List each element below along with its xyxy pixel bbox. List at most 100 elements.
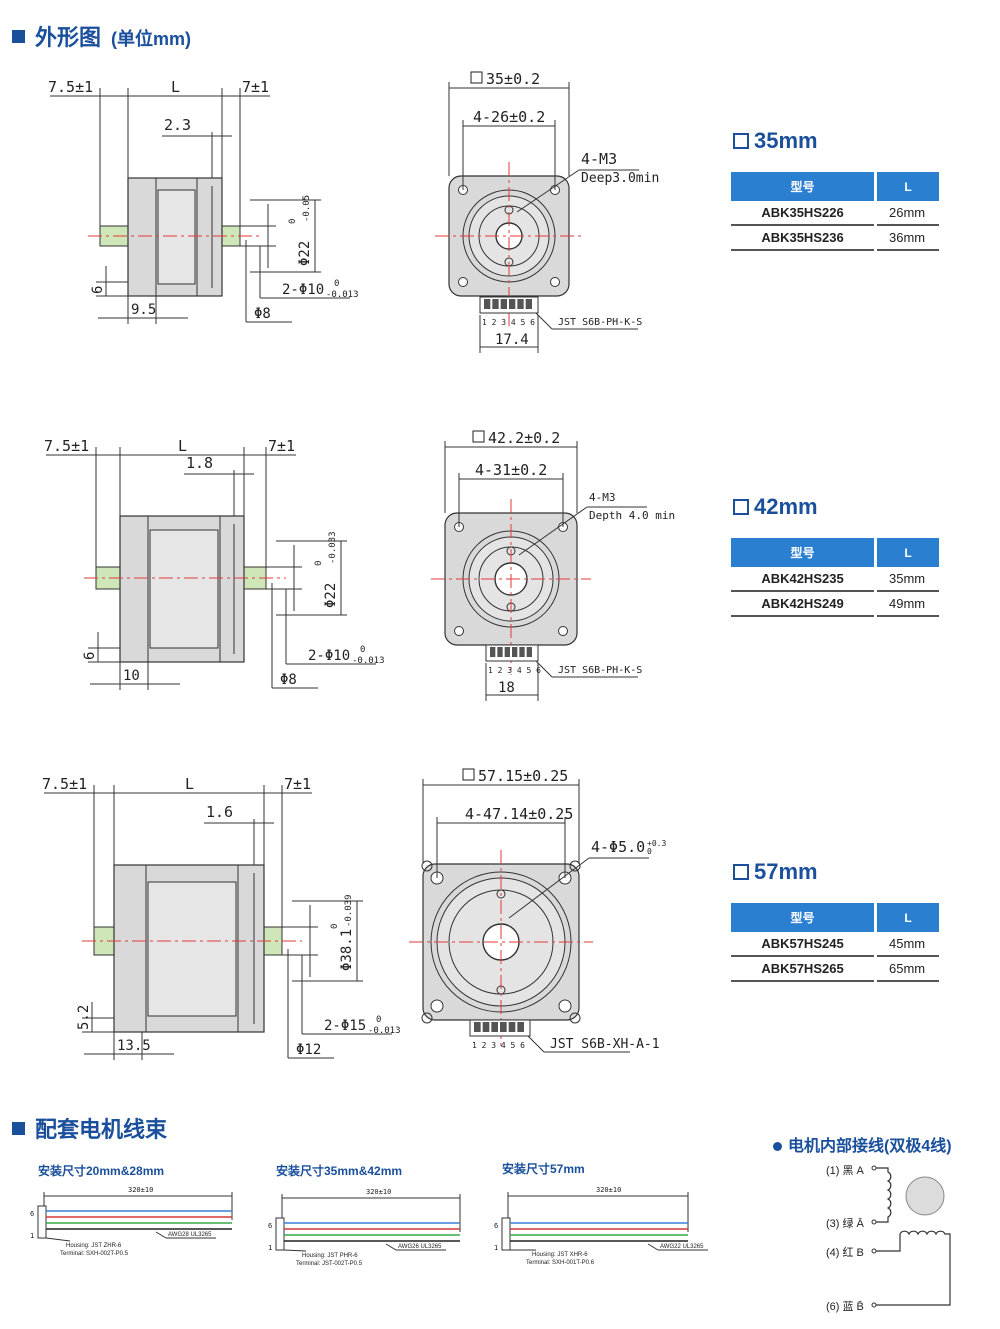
terminal-dot — [871, 1219, 877, 1225]
dot-bullet-icon — [773, 1142, 782, 1151]
connector-pin — [474, 1022, 481, 1032]
motor-size-label: 42mm — [754, 494, 818, 519]
square-symbol-icon — [733, 133, 749, 149]
dim-boss-tol: -0.05 — [302, 195, 312, 222]
dim-shaft-tol: -0.013 — [368, 1026, 401, 1036]
motor-stator-side — [147, 881, 237, 1017]
dim-right-extension: 7±1 — [268, 437, 295, 455]
cable-housing-label: Housing: JST ZHR-6 — [66, 1243, 122, 1249]
square-bullet-icon — [12, 30, 25, 43]
table-header-model: 型号 — [731, 903, 877, 932]
cable-pin-top: 6 — [268, 1222, 272, 1230]
connector-pin — [519, 647, 525, 657]
leader-line — [535, 312, 553, 330]
connector-pin — [517, 1022, 524, 1032]
connector-width: 17.4 — [495, 332, 529, 348]
cable-pin-top: 6 — [30, 1210, 34, 1218]
cable-terminal-label: Terminal: SXH-001T-P0.6 — [526, 1260, 595, 1266]
terminal-dot — [871, 1248, 877, 1254]
motor-size-57: 57mm — [733, 859, 818, 885]
length-cell: 26mm — [875, 201, 939, 226]
motor-stator-side — [157, 189, 196, 285]
dim-flange-square: 35±0.2 — [486, 70, 540, 88]
motor-size-35: 35mm — [733, 128, 818, 154]
dim-shaft-diameter: 2-Φ10 — [308, 648, 350, 664]
connector-pin — [526, 647, 532, 657]
terminal-dot — [871, 1302, 877, 1308]
mounting-hole — [558, 626, 568, 636]
dim-foot-height: 5.2 — [76, 1005, 92, 1030]
wire-label-black-a: (1) 黑 A — [826, 1165, 864, 1177]
leader-line — [508, 857, 590, 919]
square-symbol-icon — [470, 71, 483, 84]
cables-title: 配套电机线束 — [35, 1117, 168, 1142]
section-title-cables: 配套电机线束 — [12, 1112, 167, 1144]
dim-boss-diameter: Φ22 — [297, 241, 313, 266]
wiring-title: 电机内部接线(双极4线) — [773, 1132, 952, 1156]
square-bullet-icon — [12, 1122, 25, 1135]
dim-left-extension: 7.5±1 — [44, 437, 89, 455]
dim-foot-width: 9.5 — [131, 302, 156, 318]
dim-shaft-tol-top: 0 — [334, 279, 339, 289]
length-cell: 35mm — [875, 567, 939, 592]
model-cell: ABK57HS245 — [731, 932, 877, 957]
dim-foot-width: 10 — [123, 668, 140, 684]
connector-pin-numbers: 1 2 3 4 5 6 — [488, 666, 541, 675]
connector-pin — [491, 1022, 498, 1032]
connector-width: 18 — [498, 680, 515, 696]
square-symbol-icon — [462, 768, 475, 781]
table-header-model: 型号 — [731, 172, 877, 201]
cable-terminal-label: Terminal: JST-002T-P0.5 — [296, 1261, 363, 1267]
connector-label: JST S6B-XH-A-1 — [550, 1037, 660, 1052]
dim-foot-height: 6 — [82, 652, 98, 660]
cable-title-57: 安装尺寸57mm — [502, 1162, 585, 1176]
dim-boss-tol-top: 0 — [314, 561, 324, 566]
dim-thread-depth: Deep3.0min — [581, 171, 659, 186]
cable-pin-top: 6 — [494, 1222, 498, 1230]
dim-boss-tol-top: 0 — [288, 219, 298, 224]
length-cell: 36mm — [875, 225, 939, 251]
dim-hole-pitch: 4-26±0.2 — [473, 108, 545, 126]
wiring-title-text: 电机内部接线(双极4线) — [788, 1138, 952, 1155]
coil-a — [874, 1167, 892, 1223]
rotor-circle — [905, 1176, 945, 1216]
cable-connector — [275, 1217, 285, 1251]
connector-pin — [492, 299, 499, 309]
mounting-hole — [550, 277, 560, 287]
motor-size-label: 57mm — [754, 859, 818, 884]
connector-pin — [482, 1022, 490, 1032]
mounting-hole-secondary — [421, 1012, 433, 1024]
connector-pin — [525, 299, 532, 309]
dim-flange-square: 57.15±0.25 — [478, 767, 568, 785]
model-cell: ABK35HS236 — [731, 225, 877, 251]
model-cell: ABK42HS249 — [731, 591, 877, 617]
coil-b — [874, 1230, 951, 1306]
connector-pin — [500, 299, 507, 309]
length-cell: 45mm — [875, 932, 939, 957]
cable-awg-label: AWG22 UL3265 — [660, 1244, 704, 1250]
dim-boss-tol: -0.039 — [344, 894, 354, 927]
connector-pin — [504, 647, 510, 657]
mounting-hole — [458, 277, 468, 287]
cable-awg-label: AWG26 UL3265 — [398, 1244, 442, 1250]
dim-left-extension: 7.5±1 — [42, 775, 87, 793]
motor-size-label: 35mm — [754, 128, 818, 153]
dim-shaft-tol: -0.013 — [352, 656, 385, 666]
connector-pin — [512, 647, 518, 657]
dim-boss-tol: -0.033 — [328, 531, 338, 564]
cable-awg-label: AWG28 UL3265 — [168, 1232, 212, 1238]
cable-pin-bottom: 1 — [494, 1244, 498, 1252]
dim-hole-tol: +0.3 — [647, 839, 666, 848]
table-header-l: L — [875, 172, 939, 201]
mounting-hole-secondary — [421, 860, 433, 872]
mounting-hole — [430, 999, 444, 1013]
wire-label-green-a-bar: (3) 绿 Ā — [826, 1218, 864, 1230]
table-header-l: L — [875, 903, 939, 932]
leader-line — [535, 660, 553, 678]
dim-flange-thickness: 1.6 — [206, 803, 233, 821]
mounting-hole-secondary — [569, 860, 581, 872]
